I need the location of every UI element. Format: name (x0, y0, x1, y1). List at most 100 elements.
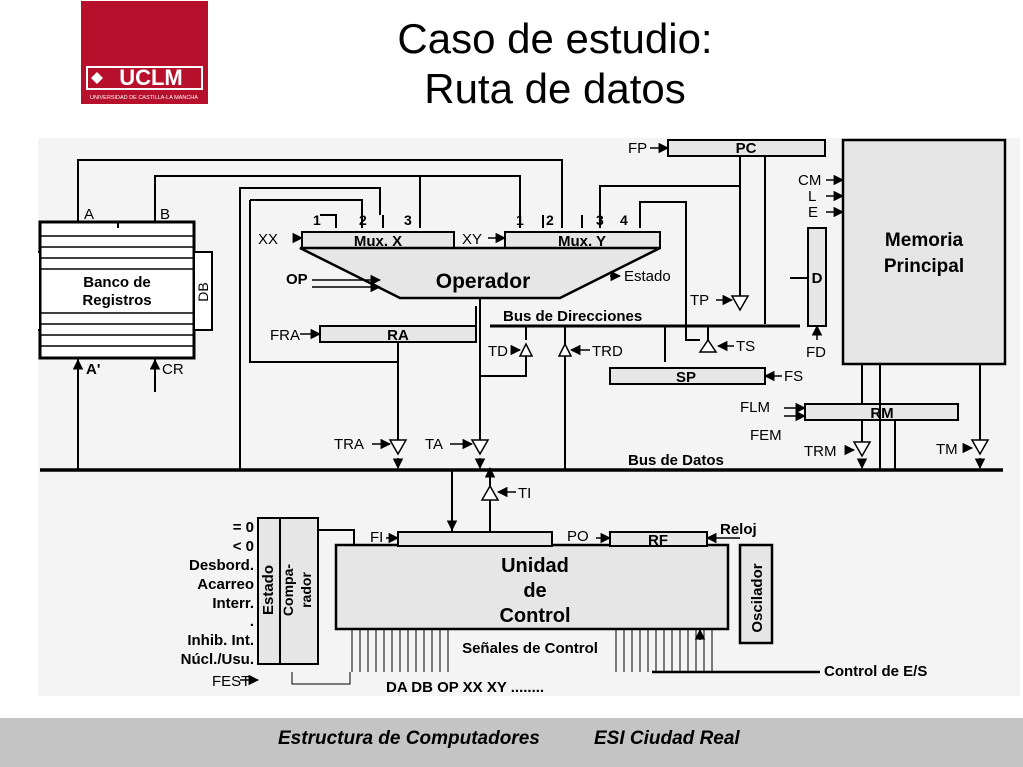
address-bus-label: Bus de Direcciones (503, 308, 642, 325)
td-label: TD (488, 343, 508, 360)
port-a-label: A (84, 206, 94, 223)
estado-register-label: Estado (260, 565, 277, 615)
tm-label: TM (936, 441, 958, 458)
control-signals-label: Señales de Control (462, 640, 598, 657)
ta-label: TA (425, 436, 443, 453)
comparator (279, 517, 319, 665)
datapath-svg: A B Banco de Registros DA DB A' CR 1 2 3… (38, 138, 1007, 696)
tra-buffer (388, 439, 408, 456)
uclm-logo-mark: UCLM UNIVERSIDAD DE CASTILLA-LA MANCHA (86, 65, 203, 101)
control-unit-label-3: Control (499, 605, 570, 627)
tp-label: TP (690, 292, 709, 309)
trm-label: TRM (804, 443, 837, 460)
d-label: D (812, 270, 823, 287)
flag-negative: < 0 (233, 538, 254, 555)
fra-label: FRA (270, 327, 300, 344)
flag-inhibit: Inhib. Int. (187, 632, 254, 649)
control-unit-label-1: Unidad (501, 555, 569, 577)
trd-label: TRD (592, 343, 623, 360)
op-label: OP (286, 271, 308, 288)
data-bus-label: Bus de Datos (628, 452, 724, 469)
mux-x-in3: 3 (404, 212, 412, 228)
control-unit (334, 543, 730, 631)
mux-x-in1: 1 (313, 212, 321, 228)
title-line-2: Ruta de datos (424, 65, 686, 112)
pc-label: PC (736, 140, 757, 157)
fd-label: FD (806, 344, 826, 361)
l-label: L (808, 188, 816, 205)
e-label: E (808, 204, 818, 221)
port-b-label: B (160, 206, 170, 223)
bank-label-2: Registros (82, 292, 151, 309)
slide-title: Caso de estudio: Ruta de datos (330, 14, 780, 114)
memory-label-1: Memoria (885, 230, 964, 251)
bank-db-box (193, 251, 213, 331)
operator-unit (299, 246, 661, 300)
rm-label: RM (870, 405, 893, 422)
main-memory (841, 138, 1007, 366)
fs-label: FS (784, 368, 803, 385)
mux-x-in2: 2 (359, 212, 367, 228)
xx-label: XX (258, 231, 278, 248)
rf-label: RF (648, 532, 668, 549)
estado-output-label: Estado (624, 268, 671, 285)
flag-overflow: Desbord. (189, 557, 254, 574)
flag-zero: = 0 (233, 519, 254, 536)
footer-school: ESI Ciudad Real (594, 728, 740, 749)
ti-label: TI (518, 485, 531, 502)
bank-label-1: Banco de (83, 274, 151, 291)
mux-x-label: Mux. X (354, 233, 402, 250)
oscillator (738, 543, 774, 645)
tp-buffer (730, 295, 750, 312)
comparator-label-2: rador (298, 572, 314, 608)
fem-label: FEM (750, 427, 782, 444)
ts-label: TS (736, 338, 755, 355)
mux-y-label: Mux. Y (558, 233, 606, 250)
ts-buffer (698, 338, 718, 353)
uclm-logo: UCLM UNIVERSIDAD DE CASTILLA-LA MANCHA (81, 1, 208, 104)
title-line-1: Caso de estudio: (397, 15, 713, 62)
db-label: DB (195, 282, 211, 301)
reloj-label: Reloj (720, 521, 757, 538)
footer-course: Estructura de Computadores (278, 728, 540, 749)
tm-buffer (970, 439, 990, 456)
operator-label: Operador (436, 270, 531, 293)
fest-label: FEST (212, 673, 250, 690)
logo-subtitle: UNIVERSIDAD DE CASTILLA-LA MANCHA (90, 95, 198, 101)
control-unit-label-2: de (523, 580, 546, 602)
fp-label: FP (628, 140, 647, 157)
diamond-icon (91, 72, 103, 84)
ti-buffer (480, 484, 500, 501)
oscillator-label: Oscilador (749, 563, 766, 632)
mux-y-in1: 1 (516, 212, 524, 228)
xy-label: XY (462, 231, 482, 248)
mux-y-in3: 3 (596, 212, 604, 228)
bank-da-box (38, 251, 41, 331)
port-a2-label: A' (86, 361, 100, 378)
slide-footer: Estructura de Computadores ESI Ciudad Re… (0, 718, 1023, 767)
flm-label: FLM (740, 399, 770, 416)
cr-label: CR (162, 361, 184, 378)
io-control-label: Control de E/S (824, 663, 927, 680)
memory-label-2: Principal (884, 256, 964, 277)
datapath-diagram: A B Banco de Registros DA DB A' CR 1 2 3… (38, 138, 1020, 696)
td-buffer (518, 342, 534, 357)
signals-list: DA DB OP XX XY ........ (386, 679, 544, 696)
flag-carry: Acarreo (197, 576, 254, 593)
flag-interrupt: Interr. (212, 595, 254, 612)
mux-y-in4: 4 (620, 212, 628, 228)
logo-text: UCLM (119, 65, 183, 90)
flag-dot: . (250, 613, 254, 630)
cm-label: CM (798, 172, 821, 189)
sp-label: SP (676, 369, 696, 386)
fi-label: FI (370, 529, 383, 546)
ta-buffer (470, 439, 490, 456)
mux-y-in2: 2 (546, 212, 554, 228)
tra-label: TRA (334, 436, 364, 453)
trd-buffer (557, 342, 573, 357)
da-label: DA (38, 282, 39, 302)
ra-label: RA (387, 327, 409, 344)
flag-kernel-user: Núcl./Usu. (181, 651, 254, 668)
ir-register (397, 531, 553, 547)
trm-buffer (852, 441, 872, 458)
